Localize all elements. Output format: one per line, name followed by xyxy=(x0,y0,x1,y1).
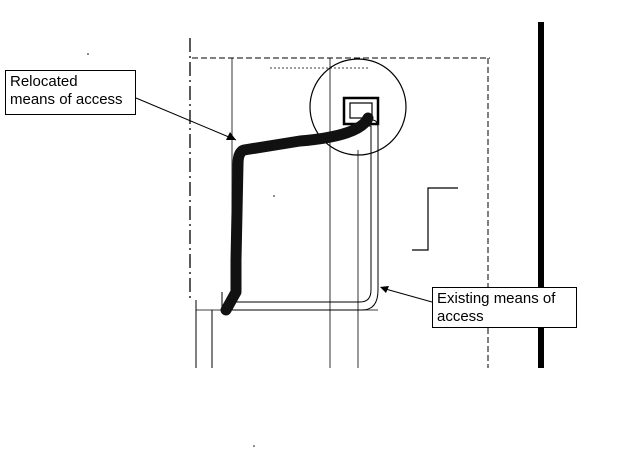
bracket-feature xyxy=(412,187,458,251)
relocated-leader-arrowhead xyxy=(226,132,236,140)
access-point-circle xyxy=(309,58,407,156)
existing-callout-line-1: Existing means of xyxy=(437,290,556,307)
existing-access-route-inner xyxy=(230,125,372,303)
existing-access-route-outer xyxy=(221,119,379,311)
relocated-access-callout: Relocated means of access xyxy=(5,70,136,115)
speck-mark xyxy=(253,445,255,447)
existing-leader-arrowhead xyxy=(380,286,389,293)
existing-access-callout: Existing means of access xyxy=(432,287,577,328)
relocated-callout-line-2: means of access xyxy=(10,91,123,108)
existing-leader-line xyxy=(381,287,433,303)
relocated-access-route xyxy=(220,112,374,316)
relocated-leader-line xyxy=(135,97,237,141)
existing-callout-line-2: access xyxy=(437,308,484,325)
access-point-box-inner xyxy=(349,102,373,119)
relocated-callout-line-1: Relocated xyxy=(10,73,78,90)
speck-mark xyxy=(87,53,89,55)
speck-mark xyxy=(273,195,275,197)
